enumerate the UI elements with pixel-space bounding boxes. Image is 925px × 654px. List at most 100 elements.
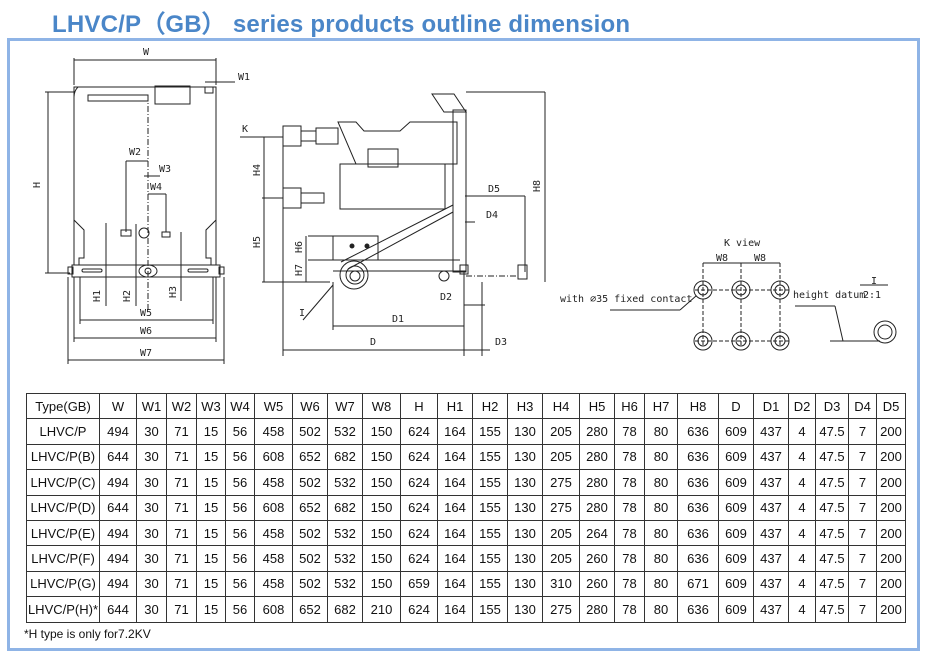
value-cell: 164 [437,596,473,623]
value-cell: 624 [400,596,438,623]
value-cell: 80 [644,469,678,496]
value-cell: 164 [437,418,473,445]
value-cell: 532 [327,519,363,547]
value-cell: 609 [718,418,754,445]
value-cell: 532 [327,418,363,445]
value-cell: 56 [225,570,255,598]
svg-text:H8: H8 [532,180,543,192]
value-cell: 644 [99,596,137,623]
column-header: D1 [753,392,789,420]
column-header: W8 [362,392,401,420]
value-cell: 532 [327,570,363,598]
value-cell: 608 [254,443,293,471]
value-cell: 56 [225,469,255,496]
value-cell: 609 [718,545,754,572]
column-header: H6 [614,392,645,420]
value-cell: 644 [99,443,137,471]
value-cell: 47.5 [815,443,849,471]
value-cell: 130 [507,418,543,445]
value-cell: 280 [579,418,615,445]
type-cell: LHVC/P(G) [26,570,100,598]
value-cell: 56 [225,545,255,572]
type-cell: LHVC/P(F) [26,545,100,572]
svg-text:I: I [299,308,305,319]
value-cell: 205 [542,443,580,471]
value-cell: 310 [542,570,580,598]
value-cell: 71 [166,570,197,598]
value-cell: 275 [542,469,580,496]
value-cell: 280 [579,596,615,623]
value-cell: 47.5 [815,469,849,496]
value-cell: 80 [644,418,678,445]
value-cell: 47.5 [815,570,849,598]
svg-text:with ⌀35 fixed contact: with ⌀35 fixed contact [560,294,692,305]
column-header: H5 [579,392,615,420]
svg-text:D5: D5 [488,184,500,195]
column-header: D2 [788,392,816,420]
value-cell: 608 [254,494,293,521]
value-cell: 275 [542,494,580,521]
svg-text:K view: K view [724,238,761,249]
value-cell: 78 [614,418,645,445]
value-cell: 502 [292,545,328,572]
value-cell: 624 [400,545,438,572]
value-cell: 609 [718,596,754,623]
value-cell: 150 [362,494,401,521]
value-cell: 200 [876,519,906,547]
value-cell: 130 [507,494,543,521]
column-header: Type(GB) [26,392,100,420]
svg-text:W2: W2 [129,147,141,158]
value-cell: 458 [254,570,293,598]
column-header: H7 [644,392,678,420]
value-cell: 200 [876,570,906,598]
column-header: H1 [437,392,473,420]
svg-text:W7: W7 [140,348,152,359]
side-view [240,91,546,356]
svg-text:H7: H7 [294,264,305,276]
value-cell: 71 [166,545,197,572]
value-cell: 15 [196,596,226,623]
value-cell: 437 [753,469,789,496]
value-cell: 4 [788,418,816,445]
type-cell: LHVC/P(E) [26,519,100,547]
value-cell: 609 [718,469,754,496]
svg-text:W3: W3 [159,164,171,175]
value-cell: 652 [292,443,328,471]
column-header: W3 [196,392,226,420]
value-cell: 155 [472,469,508,496]
value-cell: 4 [788,469,816,496]
value-cell: 155 [472,443,508,471]
value-cell: 80 [644,570,678,598]
value-cell: 458 [254,418,293,445]
svg-text:H3: H3 [168,286,179,298]
value-cell: 636 [677,494,719,521]
value-cell: 78 [614,545,645,572]
value-cell: 659 [400,570,438,598]
value-cell: 164 [437,469,473,496]
column-header: W2 [166,392,197,420]
value-cell: 280 [579,494,615,521]
value-cell: 47.5 [815,519,849,547]
value-cell: 636 [677,443,719,471]
type-cell: LHVC/P(H)* [26,596,100,623]
svg-text:W: W [143,47,150,58]
value-cell: 494 [99,469,137,496]
column-header: D3 [815,392,849,420]
type-cell: LHVC/P(B) [26,443,100,471]
value-cell: 260 [579,545,615,572]
value-cell: 437 [753,519,789,547]
value-cell: 494 [99,519,137,547]
value-cell: 671 [677,570,719,598]
value-cell: 30 [136,418,167,445]
value-cell: 15 [196,570,226,598]
value-cell: 30 [136,469,167,496]
value-cell: 71 [166,469,197,496]
value-cell: 4 [788,443,816,471]
value-cell: 80 [644,443,678,471]
value-cell: 78 [614,596,645,623]
svg-text:H5: H5 [252,236,263,248]
svg-text:D2: D2 [440,292,452,303]
